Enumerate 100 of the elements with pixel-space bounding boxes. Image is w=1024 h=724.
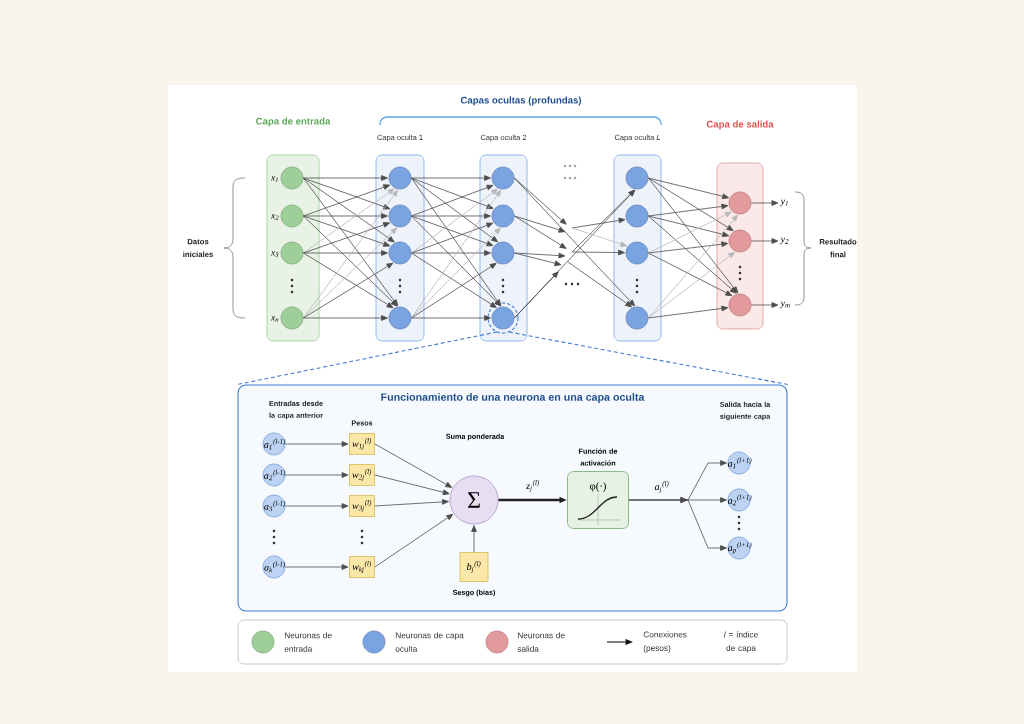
legend-text: Neuronas de salida bbox=[517, 632, 565, 652]
output-label: y$_{1}$ bbox=[779, 199, 788, 207]
neuron-circle bbox=[625, 241, 649, 265]
legend-note: l = índice de capa bbox=[723, 631, 758, 653]
arrow bbox=[303, 175, 388, 181]
arrow bbox=[648, 252, 733, 297]
neuron-circle bbox=[388, 241, 412, 265]
arrow bbox=[471, 525, 477, 553]
arrow bbox=[303, 177, 391, 210]
arrow bbox=[303, 250, 388, 256]
neuron-circle bbox=[625, 166, 649, 190]
arrow bbox=[303, 315, 388, 321]
neuron-circle bbox=[388, 306, 412, 330]
arrow bbox=[303, 189, 399, 319]
arrow bbox=[303, 262, 394, 319]
arrow bbox=[648, 177, 739, 294]
arrow bbox=[303, 188, 395, 254]
neuron-circle bbox=[388, 166, 412, 190]
arrow bbox=[411, 213, 491, 219]
output-label: y$_{2}$ bbox=[779, 237, 789, 245]
variable-label: x$_{3}$ bbox=[271, 251, 279, 257]
arrow bbox=[514, 177, 636, 307]
arrow bbox=[648, 177, 730, 200]
neuron-circle bbox=[388, 204, 412, 228]
arrow bbox=[411, 177, 502, 307]
arrow bbox=[514, 252, 562, 267]
neuron-circle bbox=[728, 293, 752, 317]
arrow bbox=[514, 271, 559, 319]
arrow bbox=[571, 217, 626, 229]
arrow bbox=[411, 227, 501, 319]
arrow bbox=[648, 177, 734, 232]
neuron-circle bbox=[728, 229, 752, 253]
arrow bbox=[411, 250, 491, 256]
arrow bbox=[571, 227, 628, 247]
arrow bbox=[303, 227, 398, 319]
arrow bbox=[411, 184, 494, 217]
neuron-circle bbox=[625, 306, 649, 330]
arrow bbox=[374, 443, 453, 488]
legend-text: Neuronas de entrada bbox=[284, 632, 332, 652]
neuron-circle bbox=[491, 241, 515, 265]
neuron-circle bbox=[491, 204, 515, 228]
arrow bbox=[374, 474, 450, 496]
arrow bbox=[567, 261, 633, 308]
arrow bbox=[303, 177, 399, 307]
arrow bbox=[648, 305, 729, 319]
arrow bbox=[648, 215, 737, 294]
variable-label: x$_{n}$ bbox=[271, 316, 279, 322]
arrow bbox=[751, 302, 779, 308]
arrow bbox=[411, 215, 502, 307]
arrow bbox=[648, 203, 729, 217]
neuron-circle bbox=[728, 191, 752, 215]
arrow bbox=[648, 251, 736, 319]
arrow bbox=[751, 238, 779, 244]
arrow bbox=[411, 177, 499, 243]
output-label: y$_{m}$ bbox=[779, 301, 790, 309]
arrow bbox=[285, 503, 349, 509]
arrow bbox=[648, 214, 739, 319]
arrow bbox=[648, 215, 730, 238]
arrow bbox=[411, 222, 494, 254]
legend-text: Conexiones (pesos) bbox=[643, 631, 687, 653]
arrow bbox=[648, 211, 732, 254]
arrow bbox=[303, 184, 391, 217]
arrow bbox=[303, 215, 391, 247]
arrow bbox=[411, 252, 497, 308]
arrow bbox=[411, 188, 498, 254]
arrow bbox=[411, 177, 494, 210]
variable-label: x$_{2}$ bbox=[271, 214, 279, 220]
arrow bbox=[751, 200, 779, 206]
panel-title: Funcionamiento de una neurona en una capa oculta bbox=[381, 393, 645, 403]
arrow bbox=[303, 213, 388, 219]
arrow bbox=[571, 189, 636, 253]
arrow bbox=[648, 241, 729, 254]
arrow bbox=[411, 215, 494, 247]
activation-box: φ(·) bbox=[567, 471, 629, 529]
arrow bbox=[285, 472, 349, 478]
arrow bbox=[285, 564, 349, 570]
arrow bbox=[571, 249, 625, 256]
arrow bbox=[374, 499, 449, 507]
arrow bbox=[411, 175, 491, 181]
neuron-circle bbox=[491, 166, 515, 190]
arrow bbox=[303, 215, 398, 307]
dashed-line bbox=[508, 331, 789, 385]
arrow bbox=[514, 252, 566, 259]
arrow bbox=[411, 262, 497, 319]
layer-heading: Capa de entrada bbox=[256, 117, 331, 127]
arrow bbox=[514, 215, 567, 249]
neuron-circle bbox=[625, 204, 649, 228]
layer-heading: Capa de salida bbox=[706, 120, 774, 130]
arrow bbox=[411, 315, 491, 321]
arrow bbox=[411, 189, 502, 319]
arrow bbox=[628, 497, 727, 551]
dashed-line bbox=[236, 331, 498, 385]
variable-label: x$_{1}$ bbox=[271, 176, 278, 182]
arrow bbox=[374, 513, 454, 568]
section-title: Capas ocultas (profundas) bbox=[460, 96, 582, 106]
arrow bbox=[303, 177, 395, 243]
arrow bbox=[514, 215, 566, 233]
arrow bbox=[285, 441, 349, 447]
legend-text: Neuronas de capa oculta bbox=[395, 632, 464, 652]
arrow bbox=[303, 222, 391, 254]
